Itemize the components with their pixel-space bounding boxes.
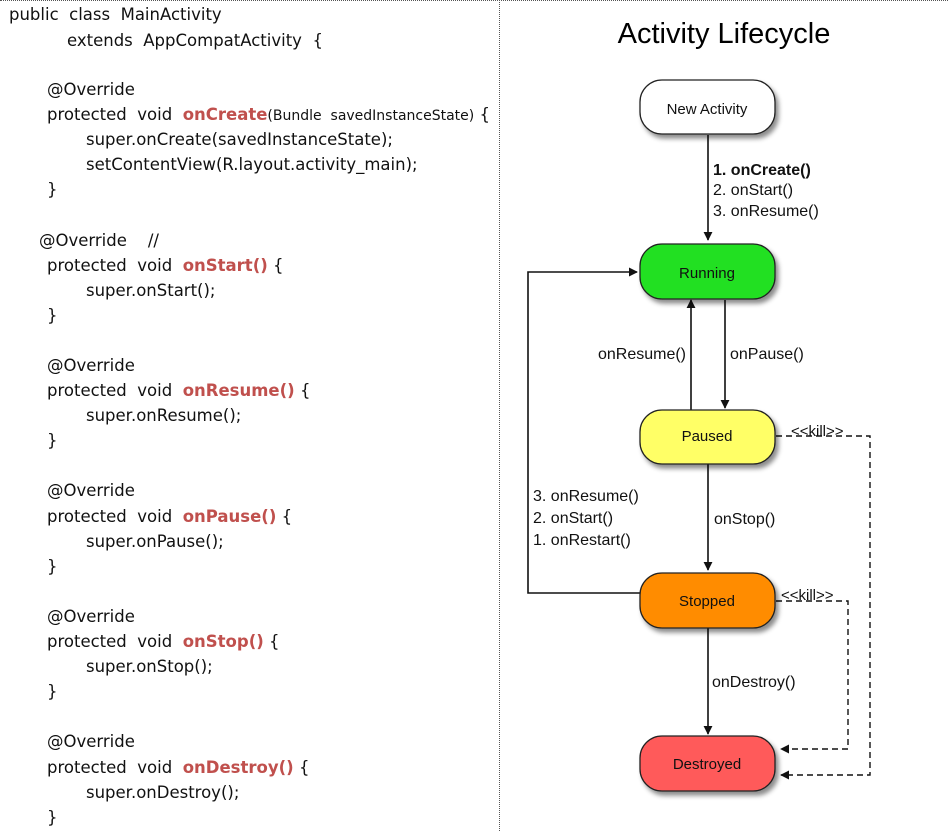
- edge-label-onresume: onResume(): [598, 346, 686, 363]
- edge-label-restart-start: 2. onStart(): [533, 510, 613, 527]
- open-brace: {: [281, 507, 293, 526]
- edge-label-onstop: onStop(): [714, 511, 775, 528]
- edge-label-onpause: onPause(): [730, 346, 804, 363]
- edge-kill-paused: [776, 435, 871, 780]
- edge-label-onstart: 2. onStart(): [713, 182, 793, 199]
- node-stopped: Stopped: [639, 572, 776, 629]
- close-brace: }: [47, 557, 58, 576]
- open-brace: {: [299, 381, 311, 400]
- method-signature-onresume: protected void onResume() {: [47, 380, 310, 402]
- close-brace: }: [47, 306, 58, 325]
- edge-label-kill-paused: <<kill>>: [791, 423, 844, 440]
- edge-restart: [527, 267, 640, 594]
- method-name-onstart: onStart(): [182, 256, 268, 275]
- method-body-line: setContentView(R.layout.activity_main);: [86, 155, 418, 174]
- node-paused: Paused: [639, 409, 776, 465]
- close-brace: }: [47, 180, 58, 199]
- code-panel: public class MainActivity extends AppCom…: [9, 5, 490, 827]
- code-line-extends: extends AppCompatActivity {: [67, 31, 323, 50]
- protected-void-keyword: protected void: [47, 256, 173, 275]
- edge-kill-stopped: [776, 600, 849, 754]
- lifecycle-diagram-panel: Activity Lifecycle New Activity Running: [500, 0, 948, 831]
- protected-void-keyword: protected void: [47, 507, 173, 526]
- method-signature-oncreate: protected void onCreate(Bundle savedInst…: [47, 104, 490, 127]
- edge-label-oncreate: 1. onCreate(): [713, 162, 811, 179]
- node-label: Stopped: [679, 593, 735, 610]
- open-brace: {: [298, 758, 310, 777]
- method-name-onresume: onResume(): [182, 381, 295, 400]
- method-name-ondestroy: onDestroy(): [182, 758, 294, 777]
- open-brace: {: [269, 632, 280, 651]
- protected-void-keyword: protected void: [47, 105, 173, 124]
- method-body-line: super.onStart();: [86, 281, 216, 300]
- column-divider: [499, 2, 500, 831]
- protected-void-keyword: protected void: [47, 381, 173, 400]
- edge-label-ondestroy: onDestroy(): [712, 674, 796, 691]
- edge-label-restart: 1. onRestart(): [533, 532, 631, 549]
- code-line-class: public class MainActivity: [9, 5, 222, 24]
- node-label: Destroyed: [673, 756, 741, 773]
- method-body-line: super.onCreate(savedInstanceState);: [86, 130, 393, 149]
- node-running: Running: [639, 243, 776, 300]
- protected-void-keyword: protected void: [47, 632, 173, 651]
- override-annotation: @Override: [47, 356, 135, 375]
- node-destroyed: Destroyed: [639, 735, 776, 792]
- method-signature-ondestroy: protected void onDestroy() {: [47, 757, 309, 779]
- method-name-onpause: onPause(): [182, 507, 277, 526]
- close-brace: }: [47, 682, 58, 701]
- close-brace: }: [47, 431, 58, 450]
- node-label: New Activity: [667, 101, 748, 118]
- method-body-line: super.onStop();: [86, 657, 213, 676]
- lifecycle-diagram: New Activity Running Paused Stopped Dest…: [527, 79, 871, 792]
- method-body-line: super.onDestroy();: [86, 783, 240, 802]
- method-params-oncreate: (Bundle savedInstanceState): [267, 108, 475, 124]
- open-brace: {: [273, 256, 284, 275]
- override-annotation: @Override: [47, 732, 135, 751]
- top-border: [0, 0, 948, 1]
- node-label: Paused: [682, 428, 733, 445]
- override-annotation: @Override: [47, 607, 135, 626]
- method-body-line: super.onPause();: [86, 532, 224, 551]
- protected-void-keyword: protected void: [47, 758, 173, 777]
- method-signature-onstart: protected void onStart() {: [47, 255, 284, 277]
- method-body-line: super.onResume();: [86, 406, 242, 425]
- override-annotation: @Override: [47, 80, 135, 99]
- method-name-oncreate: onCreate: [182, 105, 268, 124]
- diagram-title: Activity Lifecycle: [617, 18, 831, 50]
- edge-label-onresume: 3. onResume(): [713, 203, 819, 220]
- method-name-onstop: onStop(): [182, 632, 264, 651]
- override-annotation: @Override //: [39, 231, 159, 250]
- override-annotation: @Override: [47, 481, 135, 500]
- method-signature-onstop: protected void onStop() {: [47, 631, 280, 653]
- node-label: Running: [679, 265, 735, 282]
- node-new-activity: New Activity: [639, 79, 776, 135]
- edge-label-kill-stopped: <<kill>>: [781, 587, 834, 604]
- method-signature-onpause: protected void onPause() {: [47, 506, 292, 528]
- edge-label-restart-resume: 3. onResume(): [533, 488, 639, 505]
- close-brace: }: [47, 808, 58, 827]
- open-brace: {: [479, 105, 491, 124]
